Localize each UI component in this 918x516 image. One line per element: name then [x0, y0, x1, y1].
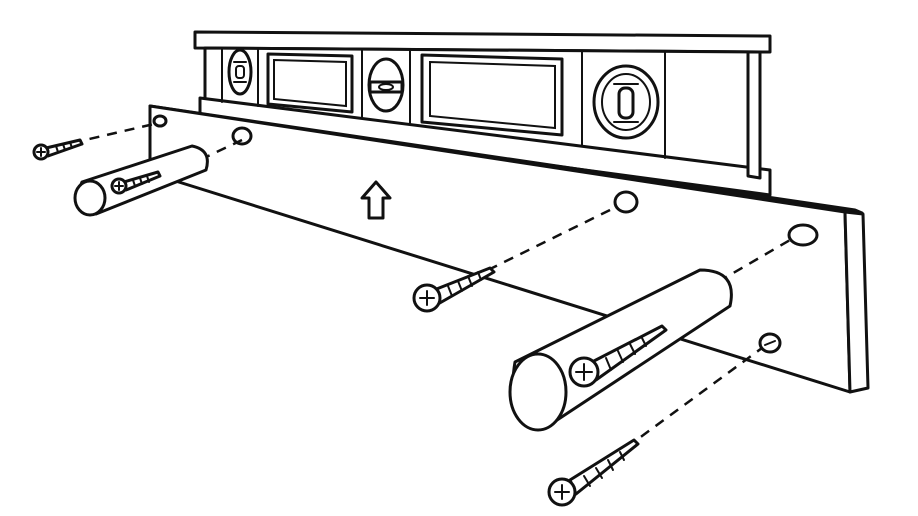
right-vial-icon: [592, 64, 660, 140]
level-bottom-rail: [198, 96, 772, 197]
screw-2-icon: [110, 170, 162, 195]
board-hole-5: [758, 332, 782, 354]
level-top-rail: [193, 30, 772, 54]
board-hole-4: [787, 223, 819, 247]
center-vial-icon: [367, 57, 405, 113]
board-hole-1: [152, 114, 168, 128]
level-end-cap: [746, 50, 762, 180]
spirit-level: [193, 30, 772, 197]
board-hole-2: [231, 126, 253, 146]
up-arrow-icon: [360, 180, 392, 220]
left-window: [266, 52, 354, 114]
screw-5-icon: [547, 438, 640, 507]
screw-4-icon: [568, 324, 668, 388]
left-vial-icon: [227, 48, 253, 96]
screw-1-icon: [32, 138, 84, 161]
right-window: [420, 53, 564, 137]
board-hole-3: [613, 190, 639, 214]
board-end-face: [843, 210, 870, 394]
screw-3-icon: [412, 266, 496, 313]
